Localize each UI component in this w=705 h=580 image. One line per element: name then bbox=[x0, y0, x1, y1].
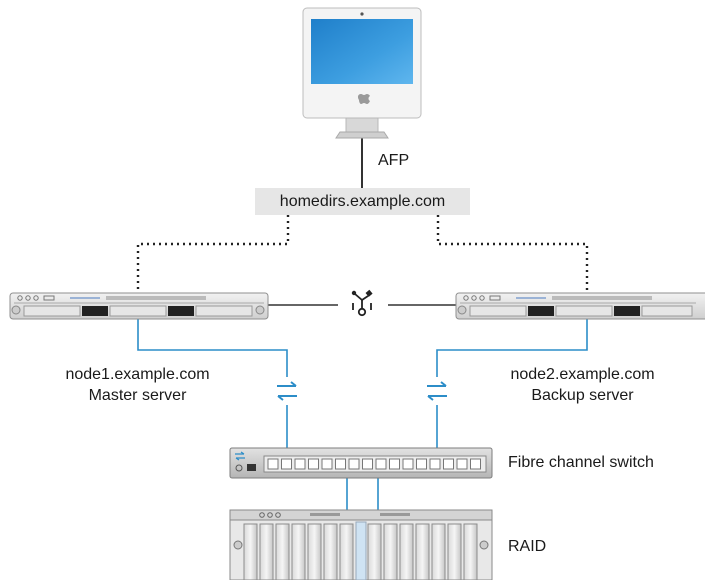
switch-port bbox=[416, 458, 427, 470]
switch-port bbox=[443, 458, 454, 470]
switch-port bbox=[267, 458, 279, 470]
raid-drive-bay bbox=[415, 523, 430, 580]
fibre-channel-icon bbox=[423, 377, 451, 405]
raid-drive-bay bbox=[275, 523, 290, 580]
raid-drive-bay bbox=[463, 523, 478, 580]
switch-port bbox=[294, 458, 306, 470]
raid-drive-bay bbox=[431, 523, 446, 580]
raid-array-icon bbox=[229, 509, 493, 580]
firewire-icon bbox=[351, 289, 373, 317]
fibre-channel-switch-icon bbox=[229, 447, 493, 479]
virtual-link-node1 bbox=[136, 215, 290, 294]
switch-port bbox=[308, 458, 319, 470]
service-host-label: homedirs.example.com bbox=[255, 188, 470, 215]
switch-port bbox=[456, 458, 468, 470]
raid-drive-bay bbox=[323, 523, 338, 580]
virtual-link-node2 bbox=[436, 215, 589, 294]
raid-drive-bay bbox=[307, 523, 322, 580]
raid-drive-bay bbox=[259, 523, 274, 580]
switch-port bbox=[348, 458, 360, 470]
raid-drive-bay bbox=[291, 523, 306, 580]
switch-ports bbox=[267, 458, 481, 470]
node1-host-label: node1.example.com bbox=[65, 366, 210, 383]
protocol-label: AFP bbox=[378, 152, 410, 169]
imac-icon bbox=[302, 7, 422, 139]
switch-port bbox=[335, 458, 346, 470]
node2-host-label: node2.example.com bbox=[510, 366, 655, 383]
raid-drive-bay bbox=[399, 523, 414, 580]
storage-label: RAID bbox=[508, 538, 547, 555]
switch-port bbox=[402, 458, 414, 470]
switch-port bbox=[429, 458, 441, 470]
switch-label: Fibre channel switch bbox=[508, 454, 654, 471]
switch-port bbox=[470, 458, 481, 470]
switch-port bbox=[281, 458, 292, 470]
raid-drive-bay bbox=[447, 523, 462, 580]
switch-port bbox=[375, 458, 387, 470]
switch-port bbox=[321, 458, 333, 470]
xserve-icon bbox=[9, 292, 269, 320]
raid-drive-bay bbox=[367, 523, 382, 580]
switch-port bbox=[362, 458, 373, 470]
raid-drive-bays bbox=[243, 523, 478, 580]
node1-role-label: Master server bbox=[88, 387, 187, 404]
fibre-channel-icon bbox=[273, 377, 301, 405]
xserve-icon bbox=[455, 292, 705, 320]
switch-port bbox=[389, 458, 400, 470]
raid-drive-bay bbox=[383, 523, 398, 580]
raid-drive-bay bbox=[243, 523, 258, 580]
node2-role-label: Backup server bbox=[531, 387, 634, 404]
raid-drive-bay bbox=[339, 523, 354, 580]
